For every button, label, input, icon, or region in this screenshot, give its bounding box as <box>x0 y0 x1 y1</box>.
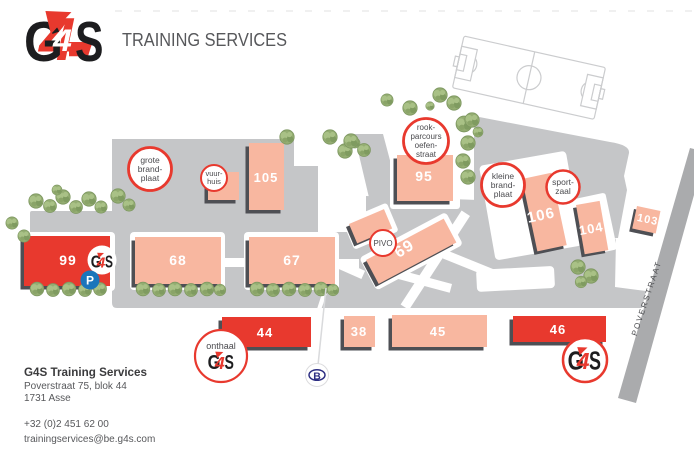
svg-text:grote: grote <box>140 155 160 165</box>
svg-text:1731 Asse: 1731 Asse <box>24 393 71 404</box>
svg-text:brand-: brand- <box>138 164 163 174</box>
svg-text:99: 99 <box>59 252 77 268</box>
svg-text:TRAINING SERVICES: TRAINING SERVICES <box>122 29 287 50</box>
svg-text:46: 46 <box>550 322 566 337</box>
svg-text:44: 44 <box>257 325 273 340</box>
svg-text:onthaal: onthaal <box>206 341 236 351</box>
svg-text:parcours: parcours <box>410 132 441 141</box>
svg-text:68: 68 <box>169 252 187 268</box>
svg-text:brand-: brand- <box>491 180 516 190</box>
svg-text:P: P <box>86 274 94 288</box>
svg-text:kleine: kleine <box>492 171 514 181</box>
svg-text:103: 103 <box>636 212 659 228</box>
svg-text:trainingservices@be.g4s.com: trainingservices@be.g4s.com <box>24 434 155 445</box>
svg-text:67: 67 <box>283 252 301 268</box>
svg-text:+32 (0)2 451 62 00: +32 (0)2 451 62 00 <box>24 419 109 430</box>
svg-text:vuur-: vuur- <box>205 169 223 178</box>
svg-text:106: 106 <box>526 204 557 226</box>
svg-text:straat: straat <box>416 150 437 159</box>
svg-text:B: B <box>313 371 321 383</box>
svg-text:oefen-: oefen- <box>415 141 438 150</box>
svg-text:plaat: plaat <box>494 189 513 199</box>
svg-text:sport-: sport- <box>552 177 574 187</box>
svg-text:38: 38 <box>351 324 367 339</box>
svg-text:G4S Training Services: G4S Training Services <box>24 365 147 379</box>
svg-text:105: 105 <box>254 170 279 185</box>
svg-text:104: 104 <box>578 219 605 238</box>
svg-text:huis: huis <box>207 177 221 186</box>
svg-text:plaat: plaat <box>141 173 160 183</box>
svg-text:Poverstraat 75, blok 44: Poverstraat 75, blok 44 <box>24 381 127 392</box>
svg-text:zaal: zaal <box>555 186 571 196</box>
svg-text:45: 45 <box>430 324 446 339</box>
svg-text:95: 95 <box>415 168 433 184</box>
svg-text:rook-: rook- <box>417 123 436 132</box>
svg-text:PIVO: PIVO <box>373 239 392 248</box>
